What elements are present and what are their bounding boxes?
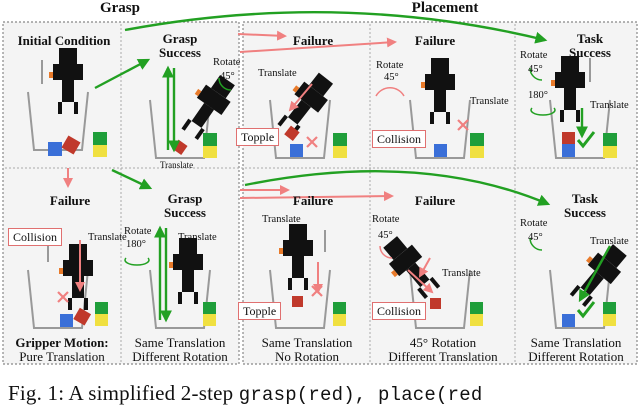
label-failure-bottom: Failure: [49, 193, 91, 208]
annotation-translate: Translate: [178, 232, 217, 243]
caption-col4-line1: 45° Rotation: [409, 335, 477, 350]
label-failure-bottom-b: Failure: [414, 193, 456, 208]
caption-col5-line2: Different Rotation: [528, 349, 624, 364]
annotation-translate: Translate: [258, 68, 297, 79]
label-task-success-top-1: Task: [576, 31, 604, 46]
annotation-deg45: 45°: [384, 72, 399, 83]
annotation-translate: Translate: [442, 268, 481, 279]
caption-col4-line2: Different Translation: [388, 349, 498, 364]
annotation-rotate: Rotate: [372, 214, 400, 225]
rotate-arrow-icon: [124, 67, 556, 266]
caption-col3-line2: No Rotation: [275, 349, 339, 364]
header-grasp: Grasp: [99, 0, 140, 16]
label-grasp-success-top-2: Success: [159, 45, 201, 60]
topple-label: Topple: [236, 128, 280, 146]
annotation-deg45: 45°: [528, 232, 543, 243]
caption-col3-line1: Same Translation: [261, 335, 353, 350]
annotation-deg180: 180°: [528, 90, 548, 101]
cross-mark-icon: [57, 119, 469, 303]
label-grasp-success-top-1: Grasp: [162, 31, 198, 46]
annotation-translate: Translate: [88, 232, 127, 243]
caption-col2-line1: Same Translation: [134, 335, 226, 350]
annotation-deg45: 45°: [220, 71, 235, 82]
topple-label: Topple: [238, 302, 282, 320]
success-arrows: [94, 11, 612, 323]
label-grasp-success-bottom-1: Grasp: [167, 191, 203, 206]
label-task-success-bottom-1: Task: [571, 191, 599, 206]
figure-caption-text: Fig. 1: A simplified 2-step: [8, 381, 239, 405]
label-failure-bottom-a: Failure: [292, 193, 334, 208]
figure-caption-code: grasp(red), place(red: [238, 384, 483, 406]
collision-label: Collision: [8, 228, 63, 246]
annotation-translate: Translate: [160, 160, 194, 170]
annotation-rotate: Rotate: [124, 226, 152, 237]
annotation-translate: Translate: [262, 214, 301, 225]
annotation-deg180: 180°: [126, 239, 146, 250]
annotation-translate: Translate: [470, 96, 509, 107]
label-failure-top-a: Failure: [292, 33, 334, 48]
annotation-deg45: 45°: [378, 230, 393, 241]
caption-col5-line1: Same Translation: [530, 335, 622, 350]
label-task-success-top-2: Success: [569, 45, 611, 60]
figure-caption: Fig. 1: A simplified 2-step grasp(red), …: [8, 381, 482, 406]
collision-label: Collision: [372, 302, 427, 320]
blocks-top: [48, 132, 617, 158]
annotation-rotate: Rotate: [376, 60, 404, 71]
blocks-bottom: [60, 302, 616, 327]
annotation-rotate: Rotate: [213, 57, 241, 68]
annotation-translate: Translate: [590, 236, 629, 247]
caption-col1-line1: Gripper Motion:: [15, 335, 109, 350]
caption-col2-line2: Different Rotation: [132, 349, 228, 364]
label-task-success-bottom-2: Success: [564, 205, 606, 220]
annotation-rotate: Rotate: [520, 218, 548, 229]
collision-label: Collision: [372, 130, 427, 148]
annotation-translate: Translate: [590, 100, 629, 111]
failure-arrows: [63, 30, 434, 294]
caption-col1-line2: Pure Translation: [19, 349, 105, 364]
annotation-rotate: Rotate: [520, 50, 548, 61]
label-initial-condition: Initial Condition: [17, 33, 111, 48]
header-placement: Placement: [411, 0, 479, 16]
check-mark-icon: [576, 131, 596, 319]
label-grasp-success-bottom-2: Success: [164, 205, 206, 220]
label-failure-top-b: Failure: [414, 33, 456, 48]
annotation-deg45: 45°: [528, 64, 543, 75]
